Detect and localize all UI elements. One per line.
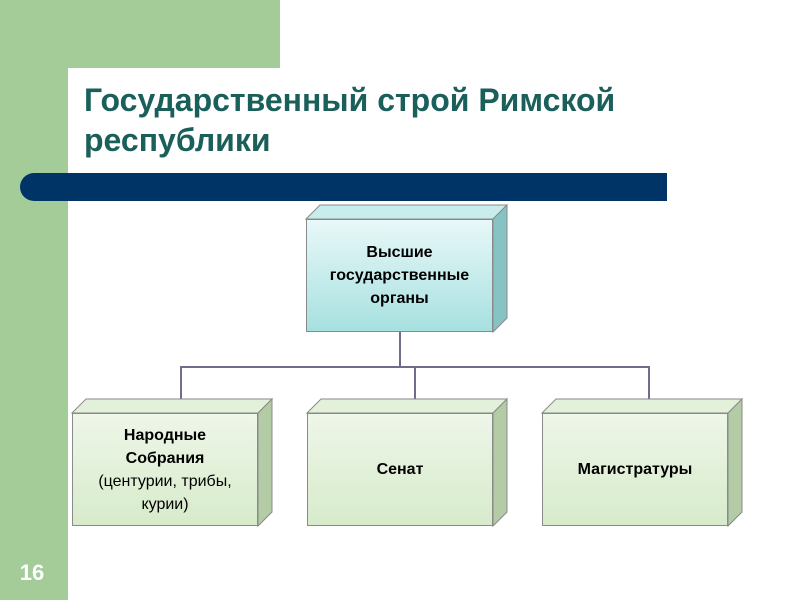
child-box-peoples-assemblies: Народные Собрания (центурии, трибы, кури…	[72, 413, 258, 526]
top-box-cap	[304, 204, 509, 220]
child-box-title-line: Народные	[123, 426, 207, 444]
top-box-supreme-organs: Высшие государственные органы	[306, 219, 493, 332]
child-box-title-line: Сенат	[376, 461, 424, 478]
slide-title: Государственный строй Римской республики	[84, 82, 616, 158]
top-box-line: Высшие	[366, 244, 433, 261]
child-box-magistracies: Магистратуры	[542, 413, 728, 526]
top-accent-block	[68, 0, 280, 68]
top-box-side	[492, 203, 508, 334]
child-box-1-cap	[70, 398, 274, 414]
child-box-senate: Сенат	[307, 413, 493, 526]
child-box-2-cap	[305, 398, 509, 414]
child-box-subtitle-line: курии)	[141, 495, 189, 513]
left-accent-strip	[0, 0, 68, 600]
page-number: 16	[19, 560, 45, 585]
child-box-2-side	[492, 397, 508, 528]
top-box-line: органы	[370, 290, 429, 307]
top-box-line: государственные	[329, 267, 470, 284]
child-box-title-line: Магистратуры	[577, 461, 693, 478]
child-box-3-side	[727, 397, 743, 528]
child-box-subtitle-line: (центурии, трибы,	[98, 472, 232, 490]
title-underline-bar	[20, 173, 667, 201]
child-box-title-line: Собрания	[125, 449, 205, 467]
child-box-1-side	[257, 397, 273, 528]
child-box-3-cap	[540, 398, 744, 414]
